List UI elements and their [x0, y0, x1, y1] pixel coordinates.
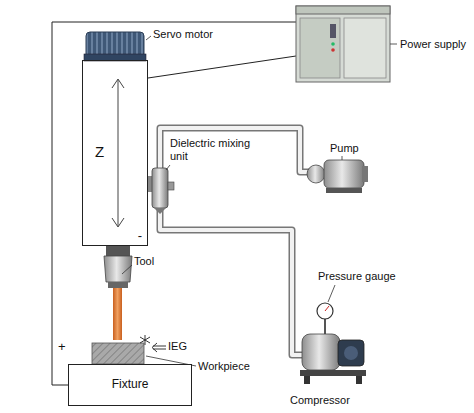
- tool-electrode: [113, 288, 122, 340]
- fixture-box: Fixture: [68, 364, 192, 406]
- part-label: Pump: [330, 142, 359, 155]
- ieg-marker: [140, 335, 166, 352]
- axis-label: Z: [95, 143, 104, 160]
- part-label: Workpiece: [198, 360, 250, 373]
- dielectric-pipes: [160, 128, 312, 355]
- axis-label: -: [138, 229, 142, 244]
- machine-column: Z-: [82, 60, 148, 246]
- node-label: Fixture: [112, 378, 149, 392]
- part-label: IEG: [168, 340, 187, 353]
- part-label: Compressor: [290, 394, 350, 407]
- compressor: [300, 334, 366, 384]
- z-axis-arrow: [112, 79, 124, 227]
- part-label: Dielectric mixing unit: [170, 137, 266, 162]
- column-body: [82, 60, 148, 246]
- pressure-gauge: [317, 285, 335, 334]
- part-label: Tool: [134, 255, 154, 268]
- servo-motor: [84, 32, 151, 61]
- power-supply-cabinet: [296, 6, 397, 82]
- tool-holder: [104, 246, 132, 288]
- part-label: Servo motor: [153, 28, 213, 41]
- pump: [307, 156, 368, 193]
- workpiece: [92, 343, 144, 364]
- leader-line: [122, 265, 132, 274]
- dielectric-mixing-unit: [148, 165, 174, 214]
- part-label: Pressure gauge: [318, 270, 396, 283]
- polarity-sign: +: [58, 340, 66, 355]
- power-supply: Power supply: [296, 6, 390, 82]
- node-label: Power supply: [400, 38, 466, 51]
- power-wire: [148, 56, 296, 78]
- power-wire: [52, 22, 296, 385]
